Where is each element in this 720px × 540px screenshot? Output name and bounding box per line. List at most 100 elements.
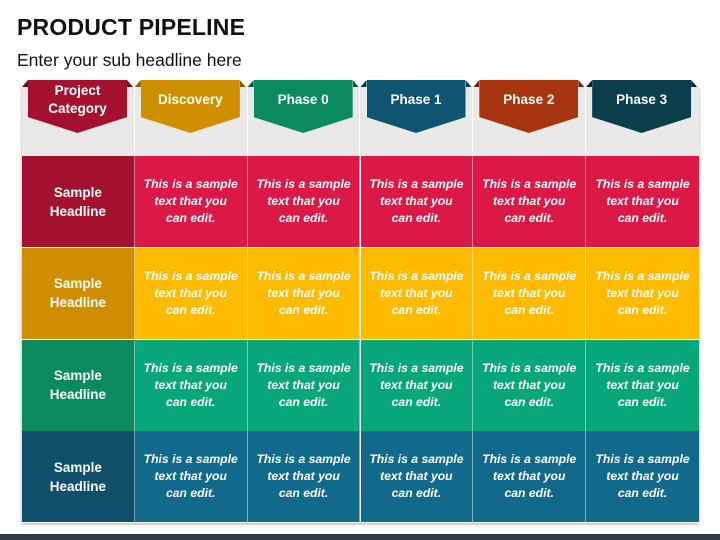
cell-text-line: text that you: [492, 285, 566, 300]
cell-text-line: can edit.: [391, 302, 442, 317]
cell-text-line: can edit.: [617, 302, 668, 317]
cell-text-line: This is a sample: [143, 360, 238, 375]
cell-text-line: can edit.: [278, 302, 329, 317]
header-label-line: Phase 2: [503, 92, 555, 107]
cell-text-line: can edit.: [165, 394, 216, 409]
tag-fold-left: [22, 80, 28, 87]
cell-text-line: can edit.: [278, 394, 329, 409]
row-headline-line: Headline: [49, 478, 107, 494]
header-label: Phase 0: [278, 80, 329, 109]
row-headline-line: Headline: [49, 295, 107, 311]
cell-text-line: text that you: [380, 194, 453, 208]
tag-fold-right: [239, 80, 246, 87]
cell-text-line: This is a sample: [595, 177, 690, 191]
tag-fold-left: [473, 80, 480, 87]
row-headline-line: Sample: [53, 459, 102, 475]
header-label-line: Category: [48, 101, 107, 116]
cell-text-line: can edit.: [278, 211, 329, 225]
row-headline-line: Headline: [49, 387, 107, 402]
cell-text: This is a sample text that you can edit.: [478, 451, 580, 502]
cell-text-line: can edit.: [504, 211, 554, 225]
cell-text-line: text that you: [492, 194, 566, 208]
row-headline-line: Sample: [53, 184, 102, 200]
cell-text-line: text that you: [154, 194, 227, 208]
cell-text-line: This is a sample: [369, 360, 464, 375]
header-tag: Phase 3: [592, 80, 692, 133]
cell-text-line: text that you: [267, 377, 340, 392]
cell-text-line: text that you: [267, 194, 340, 208]
row-headline-line: Sample: [53, 368, 102, 383]
cell-text-line: This is a sample: [369, 268, 464, 283]
table-cell: This is a sample text that you can edit.: [247, 156, 361, 247]
cell-text-line: This is a sample: [595, 360, 690, 375]
tag-fold-left: [134, 80, 141, 87]
cell-text-line: This is a sample: [482, 360, 577, 375]
cell-text-line: text that you: [267, 469, 340, 484]
cell-text-line: This is a sample: [482, 452, 577, 467]
cell-text-line: This is a sample: [482, 268, 577, 283]
cell-text-line: can edit.: [391, 394, 442, 409]
header-cell-4: Phase 2: [473, 80, 587, 156]
cell-text-line: This is a sample: [256, 177, 351, 191]
header-label-line: Phase 1: [390, 92, 442, 107]
header-label-line: Discovery: [158, 92, 223, 107]
tag-fold-right: [691, 80, 698, 87]
cell-text-line: text that you: [380, 377, 453, 392]
cell-text-line: text that you: [154, 285, 227, 300]
cell-text-line: can edit.: [617, 394, 668, 409]
cell-text-line: text that you: [492, 377, 566, 392]
cell-text: This is a sample text that you can edit.: [365, 360, 467, 411]
cell-text-line: text that you: [606, 285, 679, 300]
cell-text-line: This is a sample: [482, 177, 577, 191]
cell-text: This is a sample text that you can edit.: [478, 176, 580, 227]
cell-text: This is a sample text that you can edit.: [140, 360, 242, 411]
page-title: PRODUCT PIPELINE: [17, 14, 246, 40]
cell-text-line: This is a sample: [143, 268, 238, 283]
tag-fold-right: [578, 80, 585, 87]
cell-text-line: can edit.: [504, 486, 554, 501]
cell-text-line: This is a sample: [143, 452, 238, 467]
cell-text-line: This is a sample: [595, 452, 690, 467]
table-cell: This is a sample text that you can edit.: [473, 431, 587, 523]
cell-text: This is a sample text that you can edit.: [252, 176, 354, 227]
cell-text-line: text that you: [154, 377, 227, 392]
cell-text-line: text that you: [267, 285, 340, 300]
cell-text-line: text that you: [606, 194, 679, 208]
cell-text-line: text that you: [492, 469, 566, 484]
header-tag: Phase 1: [366, 80, 466, 133]
table-cell: This is a sample text that you can edit.: [360, 339, 474, 431]
cell-text-line: This is a sample: [369, 177, 464, 191]
footer-bar: [0, 534, 720, 540]
